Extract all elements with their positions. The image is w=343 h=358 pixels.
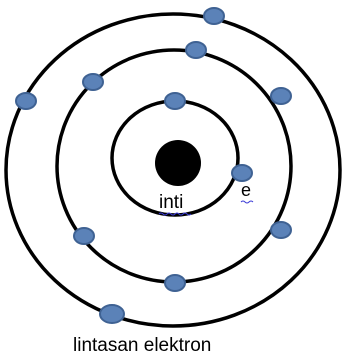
nucleus: [155, 140, 201, 186]
electron: [15, 92, 37, 110]
electron: [270, 87, 292, 105]
orbit-label: lintasan elektron: [73, 335, 211, 356]
electron: [164, 274, 186, 292]
electron: [203, 7, 225, 25]
spellcheck-underline: [240, 200, 254, 204]
electron: [231, 164, 253, 182]
electron-label: e: [241, 180, 251, 200]
electron: [185, 41, 207, 59]
electron: [270, 221, 292, 239]
electron: [82, 73, 104, 91]
outer-orbit: [4, 12, 342, 328]
electron: [99, 304, 125, 324]
electron: [73, 227, 95, 245]
electron: [164, 92, 186, 110]
nucleus-label: inti: [159, 192, 183, 213]
spellcheck-underline: [158, 212, 192, 216]
